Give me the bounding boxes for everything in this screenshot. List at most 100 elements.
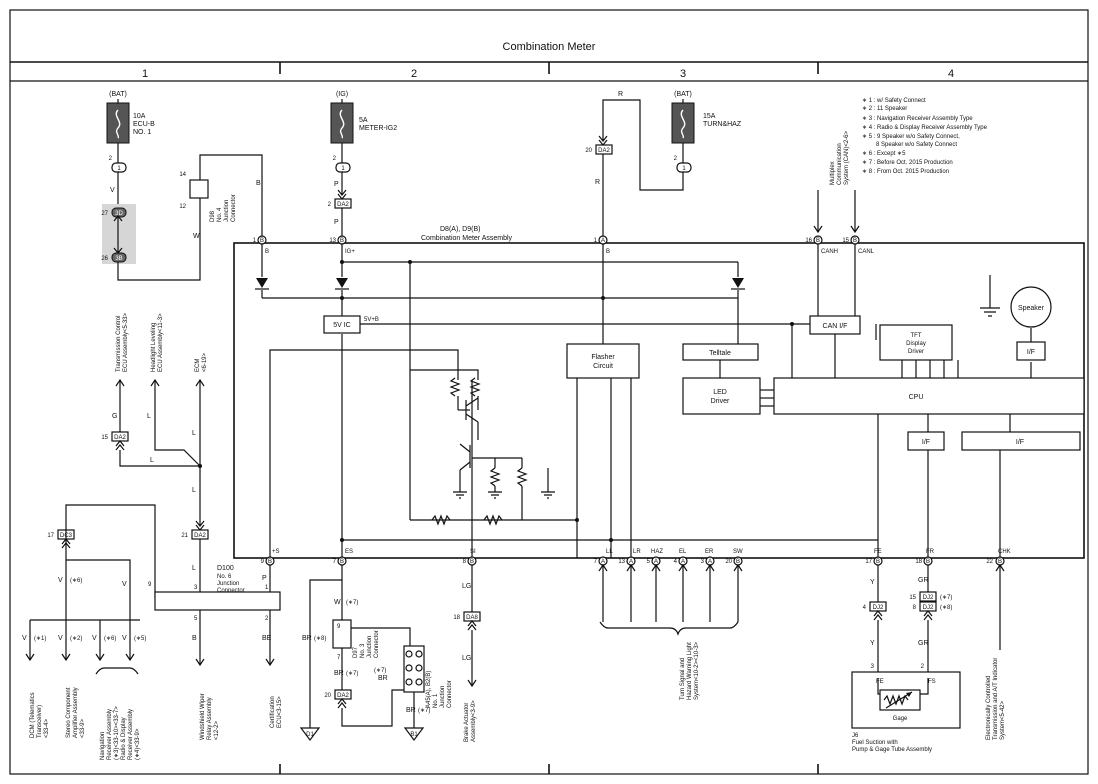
svg-text:(BAT): (BAT) <box>109 91 127 98</box>
svg-text:W: W <box>334 599 341 606</box>
svg-text:TURN&HAZ: TURN&HAZ <box>703 121 742 128</box>
svg-text:CPU: CPU <box>909 394 924 401</box>
svg-text:15: 15 <box>909 595 916 601</box>
svg-text:Flasher: Flasher <box>591 354 615 361</box>
transistor-circuit <box>410 369 555 526</box>
svg-text:∗ 2 : 11 Speaker: ∗ 2 : 11 Speaker <box>862 106 907 112</box>
svg-text:Relay Assembly: Relay Assembly <box>207 697 213 740</box>
block-speaker-if <box>1016 341 1046 361</box>
svg-text:18: 18 <box>453 615 460 621</box>
svg-text:I/F: I/F <box>1016 439 1024 446</box>
svg-text:13: 13 <box>329 238 336 244</box>
svg-text:3: 3 <box>194 585 198 591</box>
svg-text:20: 20 <box>324 693 331 699</box>
block-flasher-circuit <box>566 343 640 379</box>
svg-text:No. 3: No. 3 <box>360 643 366 658</box>
svg-text:CANH: CANH <box>821 249 838 255</box>
svg-text:Junction: Junction <box>217 581 239 587</box>
svg-text:Transmission Control: Transmission Control <box>116 316 122 372</box>
ground-b1-icon <box>403 727 425 741</box>
svg-text:Brake Actuator: Brake Actuator <box>464 703 470 742</box>
svg-text:System<10-2><10-3>: System<10-2><10-3> <box>694 641 700 700</box>
svg-text:(∗7): (∗7) <box>346 600 358 606</box>
svg-text:B: B <box>256 180 261 187</box>
svg-text:18: 18 <box>915 559 922 565</box>
svg-text:26: 26 <box>101 256 108 262</box>
svg-text:Speaker: Speaker <box>1018 305 1045 312</box>
junction-d97 <box>332 619 352 649</box>
svg-text:A: A <box>681 559 685 565</box>
svg-text:A: A <box>629 559 633 565</box>
svg-text:B1: B1 <box>410 732 418 738</box>
svg-text:BE: BE <box>262 635 272 642</box>
svg-text:LR: LR <box>633 549 641 555</box>
svg-text:BR: BR <box>378 675 388 682</box>
svg-text:9: 9 <box>148 582 152 588</box>
svg-text:Receiver Assembly: Receiver Assembly <box>107 709 113 760</box>
svg-text:Navigation: Navigation <box>100 732 106 760</box>
svg-text:∗ 7 : Before Oct. 2015 Produc: ∗ 7 : Before Oct. 2015 Production <box>862 160 953 166</box>
svg-text:J6: J6 <box>852 733 859 739</box>
svg-text:V: V <box>22 635 27 642</box>
svg-text:P: P <box>334 181 339 188</box>
svg-text:Connector: Connector <box>374 630 380 658</box>
svg-text:B: B <box>470 559 474 565</box>
svg-text:SW: SW <box>733 549 743 555</box>
svg-text:Y: Y <box>870 640 875 647</box>
svg-text:(∗5): (∗5) <box>134 636 146 642</box>
svg-text:B: B <box>926 559 930 565</box>
multiplex-can-ref: Multiplex Communication System (CAN)<2-6… <box>813 130 860 234</box>
svg-text:Y: Y <box>870 579 875 586</box>
column-number-1: 1 <box>142 68 148 80</box>
left-lower-wiring: G DA2 15 L Transmission Control ECU Asse… <box>22 312 209 675</box>
svg-text:2: 2 <box>921 664 925 670</box>
svg-text:DA2: DA2 <box>337 693 349 699</box>
svg-text:Telltale: Telltale <box>709 350 731 357</box>
column-number-2: 2 <box>411 68 417 80</box>
svg-text:Communication: Communication <box>837 143 843 185</box>
svg-text:BR: BR <box>302 635 312 642</box>
svg-text:(BAT): (BAT) <box>674 91 692 98</box>
svg-text:8: 8 <box>463 559 467 565</box>
svg-text:1: 1 <box>265 585 269 591</box>
svg-text:No. 4: No. 4 <box>217 207 223 222</box>
svg-text:B: B <box>340 238 344 244</box>
svg-text:A: A <box>601 238 605 244</box>
svg-text:Connector: Connector <box>217 588 245 594</box>
svg-text:12: 12 <box>179 204 186 210</box>
svg-text:FE: FE <box>874 549 882 555</box>
svg-text:CHK: CHK <box>998 549 1011 555</box>
fuel-gage-wiring: Y DJ2 4 Y GR DJ2 15 (∗7) DJ2 8 (∗8) GR 3… <box>851 563 1006 753</box>
svg-text:1: 1 <box>341 166 345 172</box>
svg-text:22: 22 <box>986 559 993 565</box>
svg-text:DCM (Telematics: DCM (Telematics <box>30 692 36 738</box>
svg-text:Headlight Leveling: Headlight Leveling <box>151 323 157 372</box>
svg-text:B: B <box>260 238 264 244</box>
svg-text:Pump & Gage Tube Assembly: Pump & Gage Tube Assembly <box>852 747 932 753</box>
svg-text:Multiplex: Multiplex <box>830 161 836 185</box>
svg-text:D97: D97 <box>353 646 359 658</box>
svg-text:CANL: CANL <box>858 249 875 255</box>
svg-text:ECU Assembly<5-33>: ECU Assembly<5-33> <box>123 312 129 372</box>
svg-text:2: 2 <box>328 202 332 208</box>
svg-text:Junction: Junction <box>224 200 230 222</box>
svg-text:17: 17 <box>47 533 54 539</box>
fuse-turn-haz: (BAT) 15A TURN&HAZ 1 2 R DA2 20 R <box>585 91 742 237</box>
svg-text:DA2: DA2 <box>337 202 349 208</box>
label-5v-b: 5V+B <box>364 317 379 323</box>
svg-text:∗ 3 : Navigation Receiver Asse: ∗ 3 : Navigation Receiver Assembly Type <box>862 116 973 122</box>
svg-text:∗ 8 : From Oct. 2015 Producti: ∗ 8 : From Oct. 2015 Production <box>862 169 949 175</box>
svg-text:3: 3 <box>871 664 875 670</box>
svg-text:B: B <box>268 559 272 565</box>
svg-text:4: 4 <box>863 605 867 611</box>
svg-text:V: V <box>58 577 63 584</box>
svg-text:1: 1 <box>117 166 121 172</box>
svg-text:IG+: IG+ <box>345 249 355 255</box>
svg-text:DJ2: DJ2 <box>923 595 934 601</box>
column-number-4: 4 <box>948 68 954 80</box>
svg-text:R: R <box>595 179 600 186</box>
svg-text:7: 7 <box>594 559 598 565</box>
fuse-ecu-b: (BAT) 10A ECU-B NO. 1 1 2 <box>106 91 155 173</box>
svg-text:Certification: Certification <box>270 696 276 728</box>
svg-text:L: L <box>147 413 151 420</box>
